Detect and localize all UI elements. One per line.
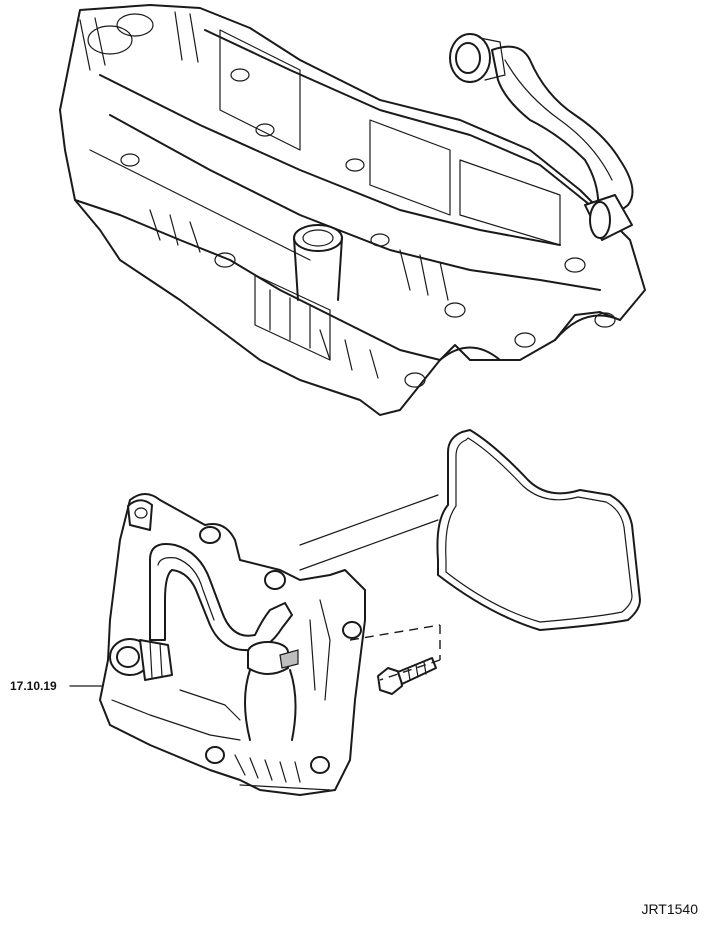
oil-separator-assembly [99,493,366,796]
camshaft-cover [59,4,646,416]
figure-reference-code: JRT1540 [641,901,698,917]
part-callout: 17.10.19 [10,679,104,693]
leader-lines [299,494,439,571]
breather-hose [449,33,634,241]
part-number-label: 17.10.19 [10,679,57,693]
cover-gasket [436,429,641,631]
assembly-path-dashed [349,624,441,681]
mounting-bolt [377,657,437,695]
